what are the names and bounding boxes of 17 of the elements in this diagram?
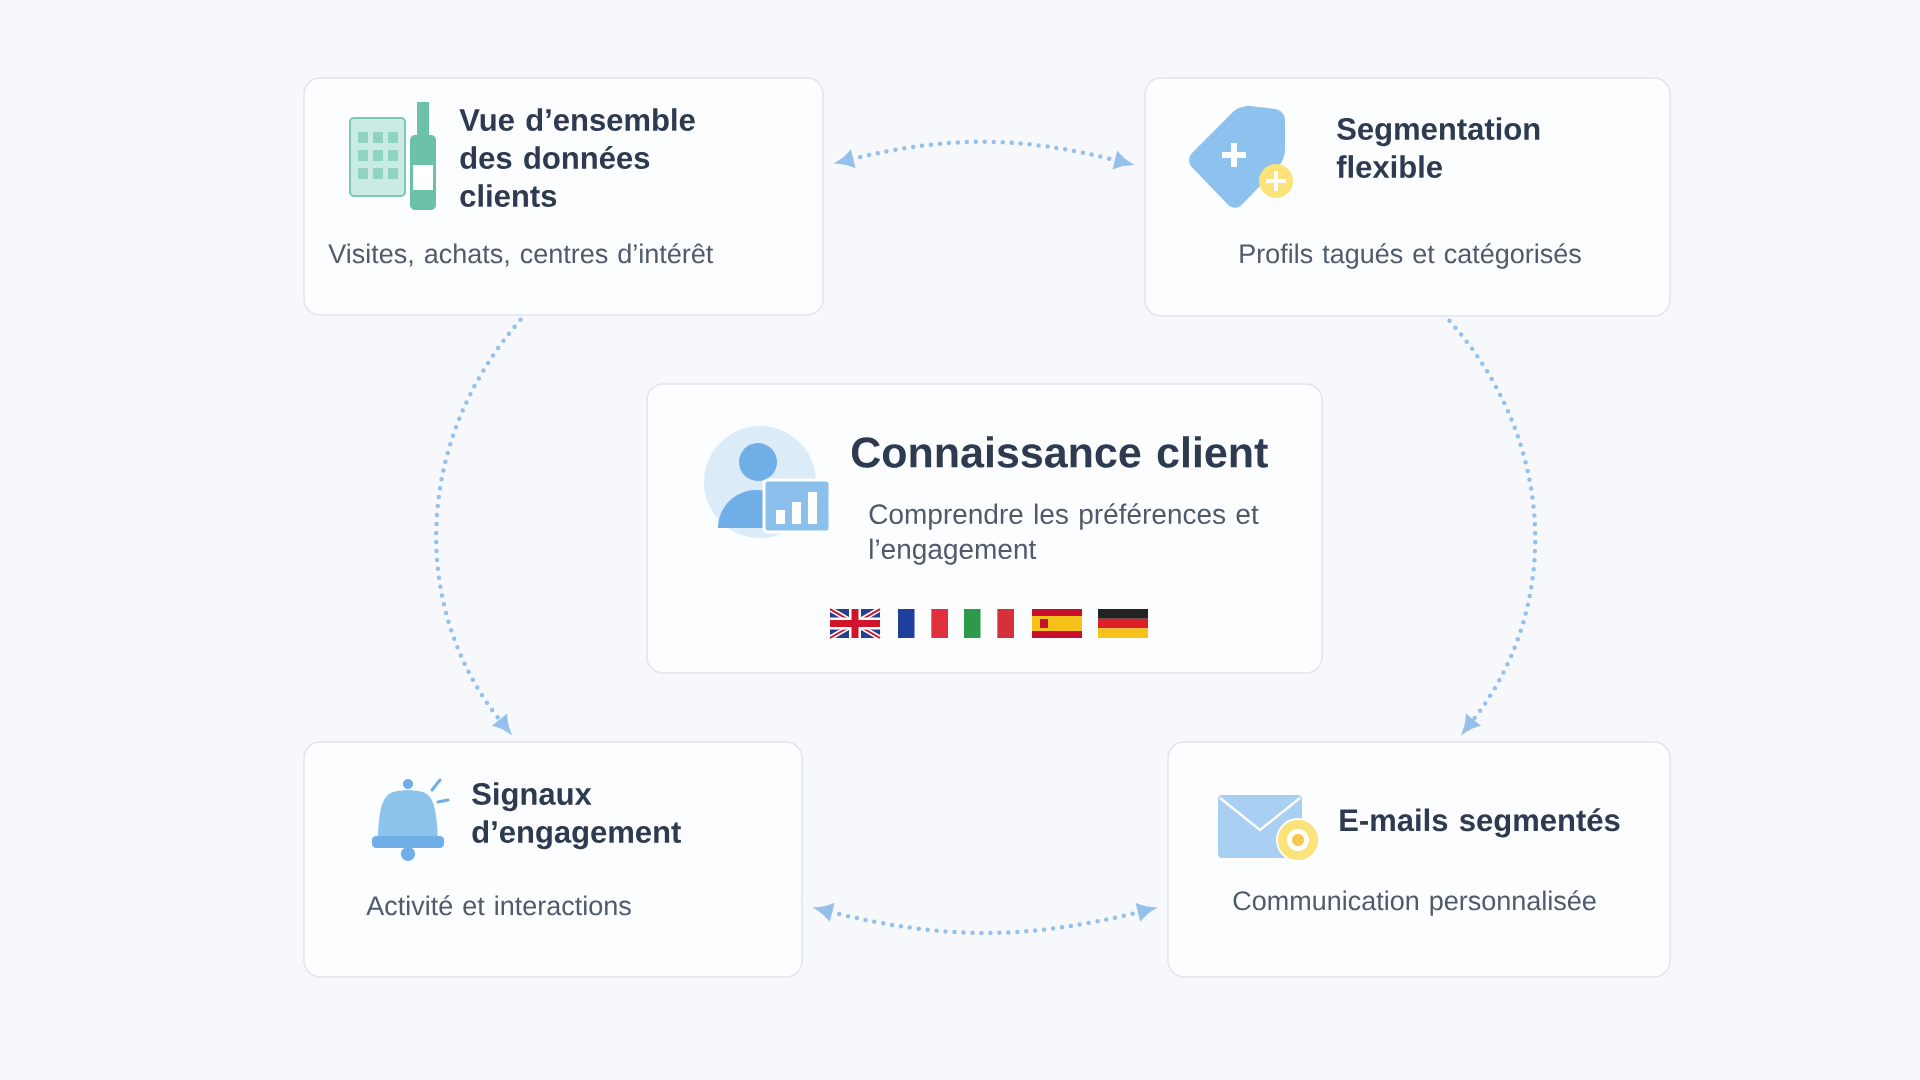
card-title: Segmentation flexible <box>1336 117 1540 178</box>
card <box>303 77 824 316</box>
arrow <box>434 317 523 733</box>
card-text: Profils tagués et catégorisés <box>1240 243 1581 269</box>
card-title: Connaissance client <box>851 436 1268 468</box>
card-text: Activité et interactions <box>366 895 631 916</box>
card-title: E-mails segmentés <box>1340 808 1620 838</box>
card <box>303 741 803 978</box>
card-text: Comprendre les préférences et l’engagement <box>869 503 1259 565</box>
card <box>1144 77 1671 317</box>
card-text: Visites, achats, centres d’intérêt <box>328 243 714 267</box>
card-title: Vue d’ensemble des données clients <box>459 108 695 207</box>
card-text: Communication personnalisée <box>1233 890 1596 916</box>
card <box>1167 741 1671 978</box>
arrow <box>1447 318 1538 733</box>
card <box>646 383 1323 674</box>
card-title: Signaux d’engagement <box>472 782 681 850</box>
